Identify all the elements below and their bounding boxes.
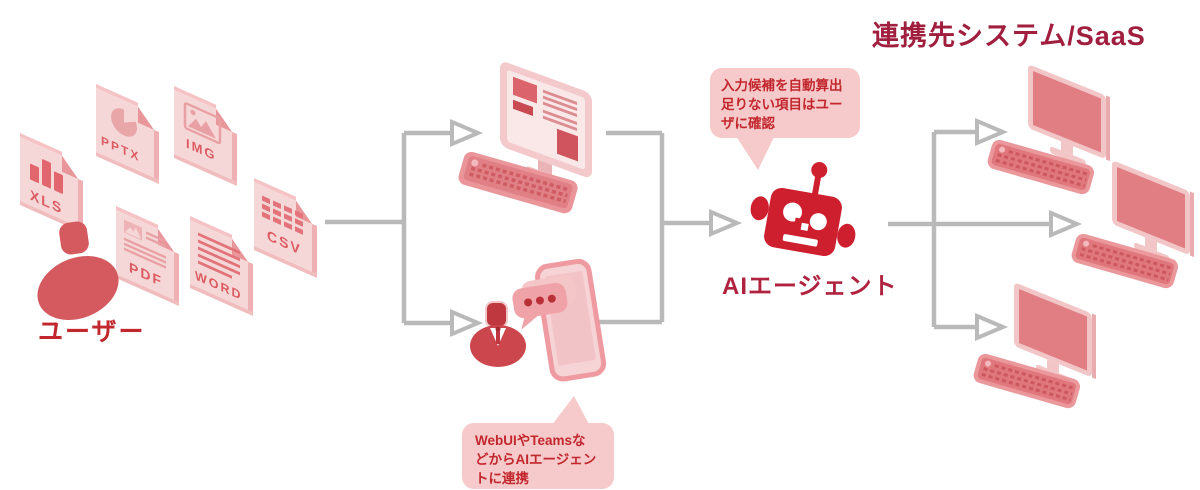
flow-arrows [325,129,1051,330]
csv-file-icon: CSV [254,178,317,279]
person-icon [37,221,119,320]
agent-bubble-tail [734,133,776,170]
pdf-content-glyph [124,219,166,269]
image-glyph [183,102,222,145]
arrow-files-to-inputs [325,130,452,326]
businessman-icon [470,301,526,367]
desktop-computer-icon-middle [1071,161,1194,289]
arrow-agent-to-targets [888,129,1051,330]
arrow-inputs-to-agent [592,130,711,325]
arrowhead-bottom-left [450,308,484,338]
robot-icon [750,162,856,257]
img-file-icon: IMG [174,86,237,187]
pdf-file-icon: PDF [116,206,179,307]
pptx-file-icon: PPTX [96,84,159,185]
robot-face [782,202,827,247]
arrowhead-target-bottom [975,312,1009,342]
smartphone-chat-icon [512,258,607,382]
webpage-content [513,76,578,162]
desktop-computer-icon-bottom [973,283,1096,409]
word-file-icon: WORD [190,216,253,317]
channel-bubble-tail [548,396,592,430]
arrowheads [450,117,1083,342]
desktop-computer-icon-top [987,65,1110,195]
pie-chart-glyph [111,108,137,137]
text-lines-glyph [198,232,240,279]
keyboard-icon [458,151,578,214]
bar-chart-glyph [30,159,63,194]
xls-file-icon: XLS [20,133,83,234]
agent-label: AIエージェント [722,273,898,300]
table-grid-glyph [262,195,303,235]
channel-note-bubble: WebUIやTeamsな どからAIエージェン トに連携 [462,423,614,489]
arrowhead-target-top [975,117,1009,147]
user-label: ユーザー [38,318,146,346]
arrowhead-top-left [450,118,484,148]
chat-bubble-glyph [512,275,577,330]
agent-note-bubble: 入力候補を自動算出 足りない項目はユー ザに確認 [710,68,860,138]
arrowhead-target-mid [1049,209,1083,239]
diagram-title: 連携先システム/SaaS [872,21,1146,51]
arrowhead-agent [709,208,743,238]
